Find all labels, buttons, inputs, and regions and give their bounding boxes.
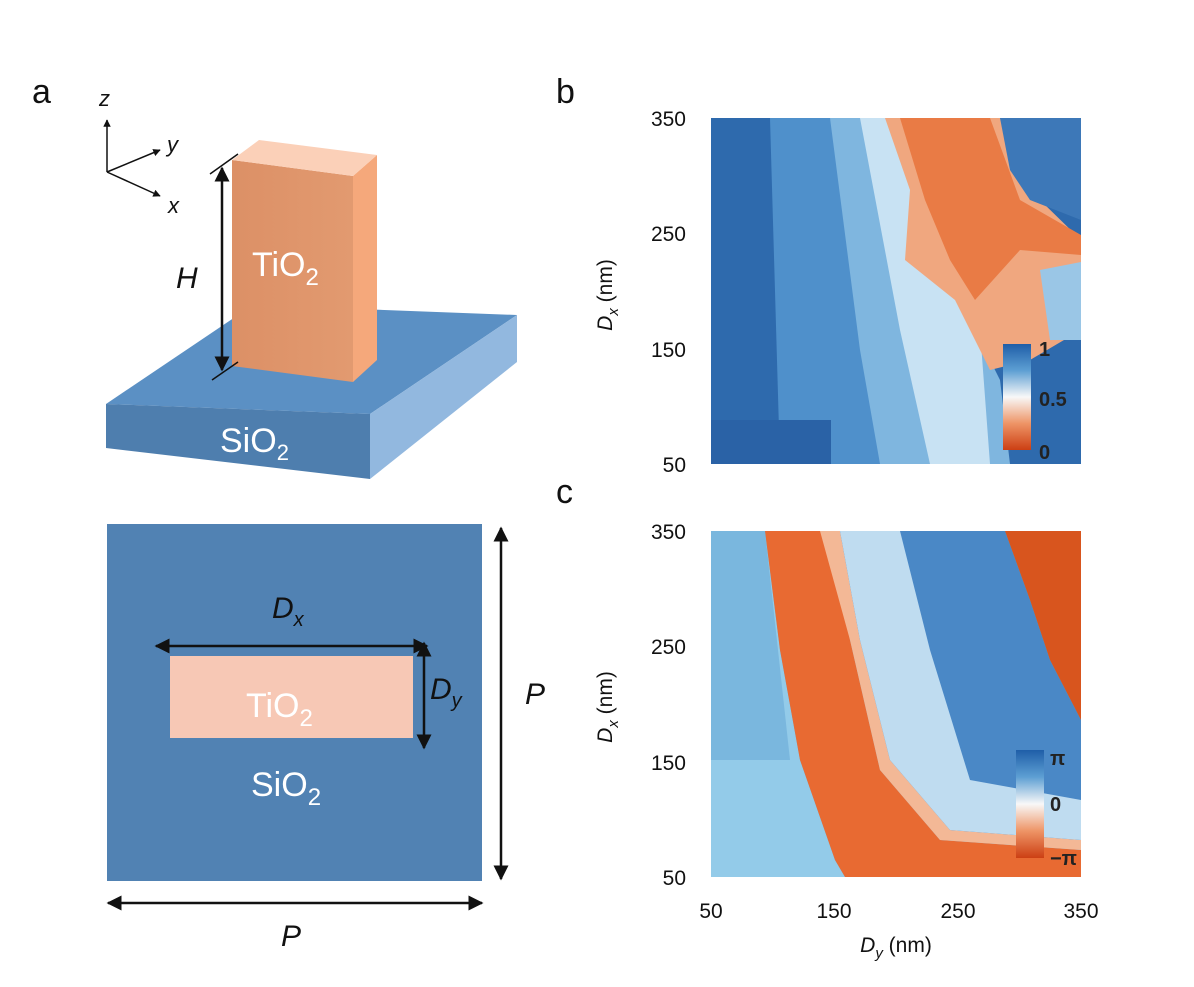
- x-axis-title: Dy (nm): [860, 934, 932, 962]
- coordinate-axes-icon: z y x: [98, 86, 180, 218]
- colorbar-b-tick-min: 0: [1039, 442, 1050, 464]
- colorbar-c-tick-min: −π: [1050, 848, 1077, 870]
- heatmap-c: [711, 531, 1081, 877]
- pillar-block: [232, 140, 377, 382]
- x-axis-label: x: [167, 193, 180, 218]
- heatmap-b: [711, 118, 1081, 464]
- colorbar-b-tick-mid: 0.5: [1039, 389, 1067, 411]
- x-tick-350: 350: [1063, 900, 1098, 923]
- panel-label-a: a: [32, 73, 51, 111]
- x-tick-250: 250: [940, 900, 975, 923]
- y-axis-label: y: [165, 132, 180, 157]
- y-tick-b-150: 150: [651, 339, 686, 362]
- dy-label: Dy: [430, 673, 463, 712]
- y-tick-c-150: 150: [651, 752, 686, 775]
- y-tick-b-250: 250: [651, 223, 686, 246]
- y-axis-title-b: Dx (nm): [594, 259, 622, 331]
- colorbar-b-tick-max: 1: [1039, 339, 1050, 361]
- panel-label-c: c: [556, 473, 573, 511]
- top-view-pillar: [170, 656, 413, 738]
- y-tick-c-50: 50: [663, 867, 686, 890]
- period-label-vertical: P: [525, 678, 545, 711]
- colorbar-c-tick-max: π: [1050, 748, 1065, 770]
- y-tick-c-250: 250: [651, 636, 686, 659]
- x-tick-150: 150: [816, 900, 851, 923]
- colorbar-b: [1003, 344, 1031, 450]
- y-tick-c-350: 350: [651, 521, 686, 544]
- height-arrow: [209, 153, 239, 381]
- y-tick-b-50: 50: [663, 454, 686, 477]
- colorbar-c-tick-mid: 0: [1050, 794, 1061, 816]
- x-tick-50: 50: [699, 900, 722, 923]
- panel-label-b: b: [556, 73, 575, 111]
- height-label: H: [176, 262, 198, 295]
- y-tick-b-350: 350: [651, 108, 686, 131]
- substrate-label: SiO2: [220, 422, 289, 465]
- y-axis-title-c: Dx (nm): [594, 671, 622, 743]
- period-label-horizontal: P: [281, 920, 301, 953]
- z-axis-label: z: [98, 86, 110, 111]
- top-substrate-label: SiO2: [251, 766, 321, 811]
- dx-label: Dx: [272, 592, 305, 631]
- top-pillar-label: TiO2: [246, 687, 313, 732]
- pillar-label: TiO2: [252, 246, 319, 291]
- colorbar-c: [1016, 750, 1044, 858]
